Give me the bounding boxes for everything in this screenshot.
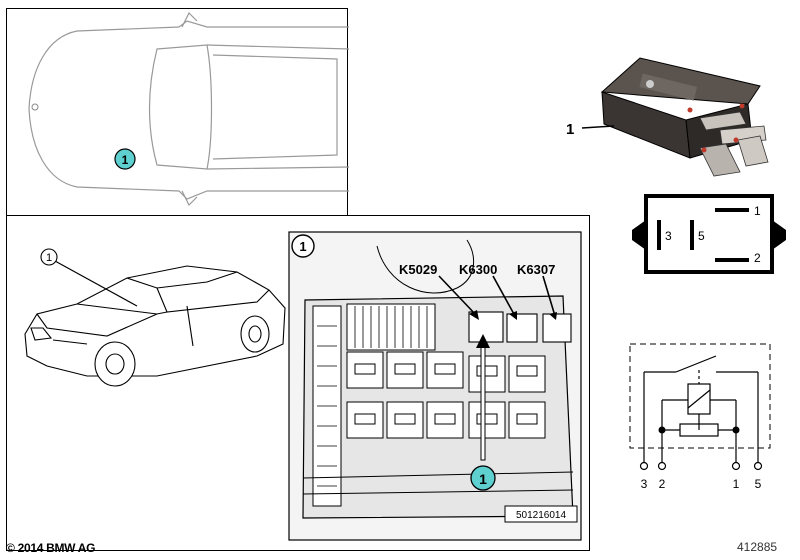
car-side-callout-circle bbox=[40, 248, 58, 266]
relay-body bbox=[600, 57, 769, 177]
terminal-label-5: 5 bbox=[755, 477, 762, 491]
relay-label-k6307: K6307 bbox=[517, 262, 555, 277]
fusebox-detail: K5029 K6300 K6307 501216014 1 bbox=[288, 231, 582, 541]
pin-label-3: 3 bbox=[665, 229, 672, 243]
pin-label-2: 2 bbox=[754, 251, 761, 265]
copyright-notice: © 2014 BMW AG bbox=[6, 541, 96, 555]
location-panel: 1 bbox=[6, 215, 590, 551]
car-side-callout-label: 1 bbox=[46, 252, 52, 264]
terminal-label-2: 2 bbox=[659, 477, 666, 491]
car-side-view bbox=[24, 265, 286, 387]
relay-photo-label: 1 bbox=[566, 121, 574, 138]
detail-panel-callout-circle bbox=[291, 234, 315, 258]
terminal-label-1: 1 bbox=[733, 477, 740, 491]
car-top-view-panel: 1 bbox=[6, 8, 350, 216]
detail-panel-callout-label: 1 bbox=[299, 239, 306, 254]
diagram-number: 412885 bbox=[737, 540, 778, 554]
car-top-view-outline bbox=[28, 11, 350, 207]
detail-arrow-callout-circle bbox=[470, 465, 496, 491]
fusebox-part-number: 501216014 bbox=[516, 510, 566, 521]
relay-label-k5029: K5029 bbox=[399, 262, 437, 277]
detail-arrow-callout-label: 1 bbox=[479, 471, 487, 487]
pin-label-5: 5 bbox=[698, 229, 705, 243]
relay-label-k6300: K6300 bbox=[459, 262, 497, 277]
pin-label-1: 1 bbox=[754, 204, 761, 218]
location-illustration: 1 bbox=[24, 231, 582, 541]
terminal-label-3: 3 bbox=[641, 477, 648, 491]
